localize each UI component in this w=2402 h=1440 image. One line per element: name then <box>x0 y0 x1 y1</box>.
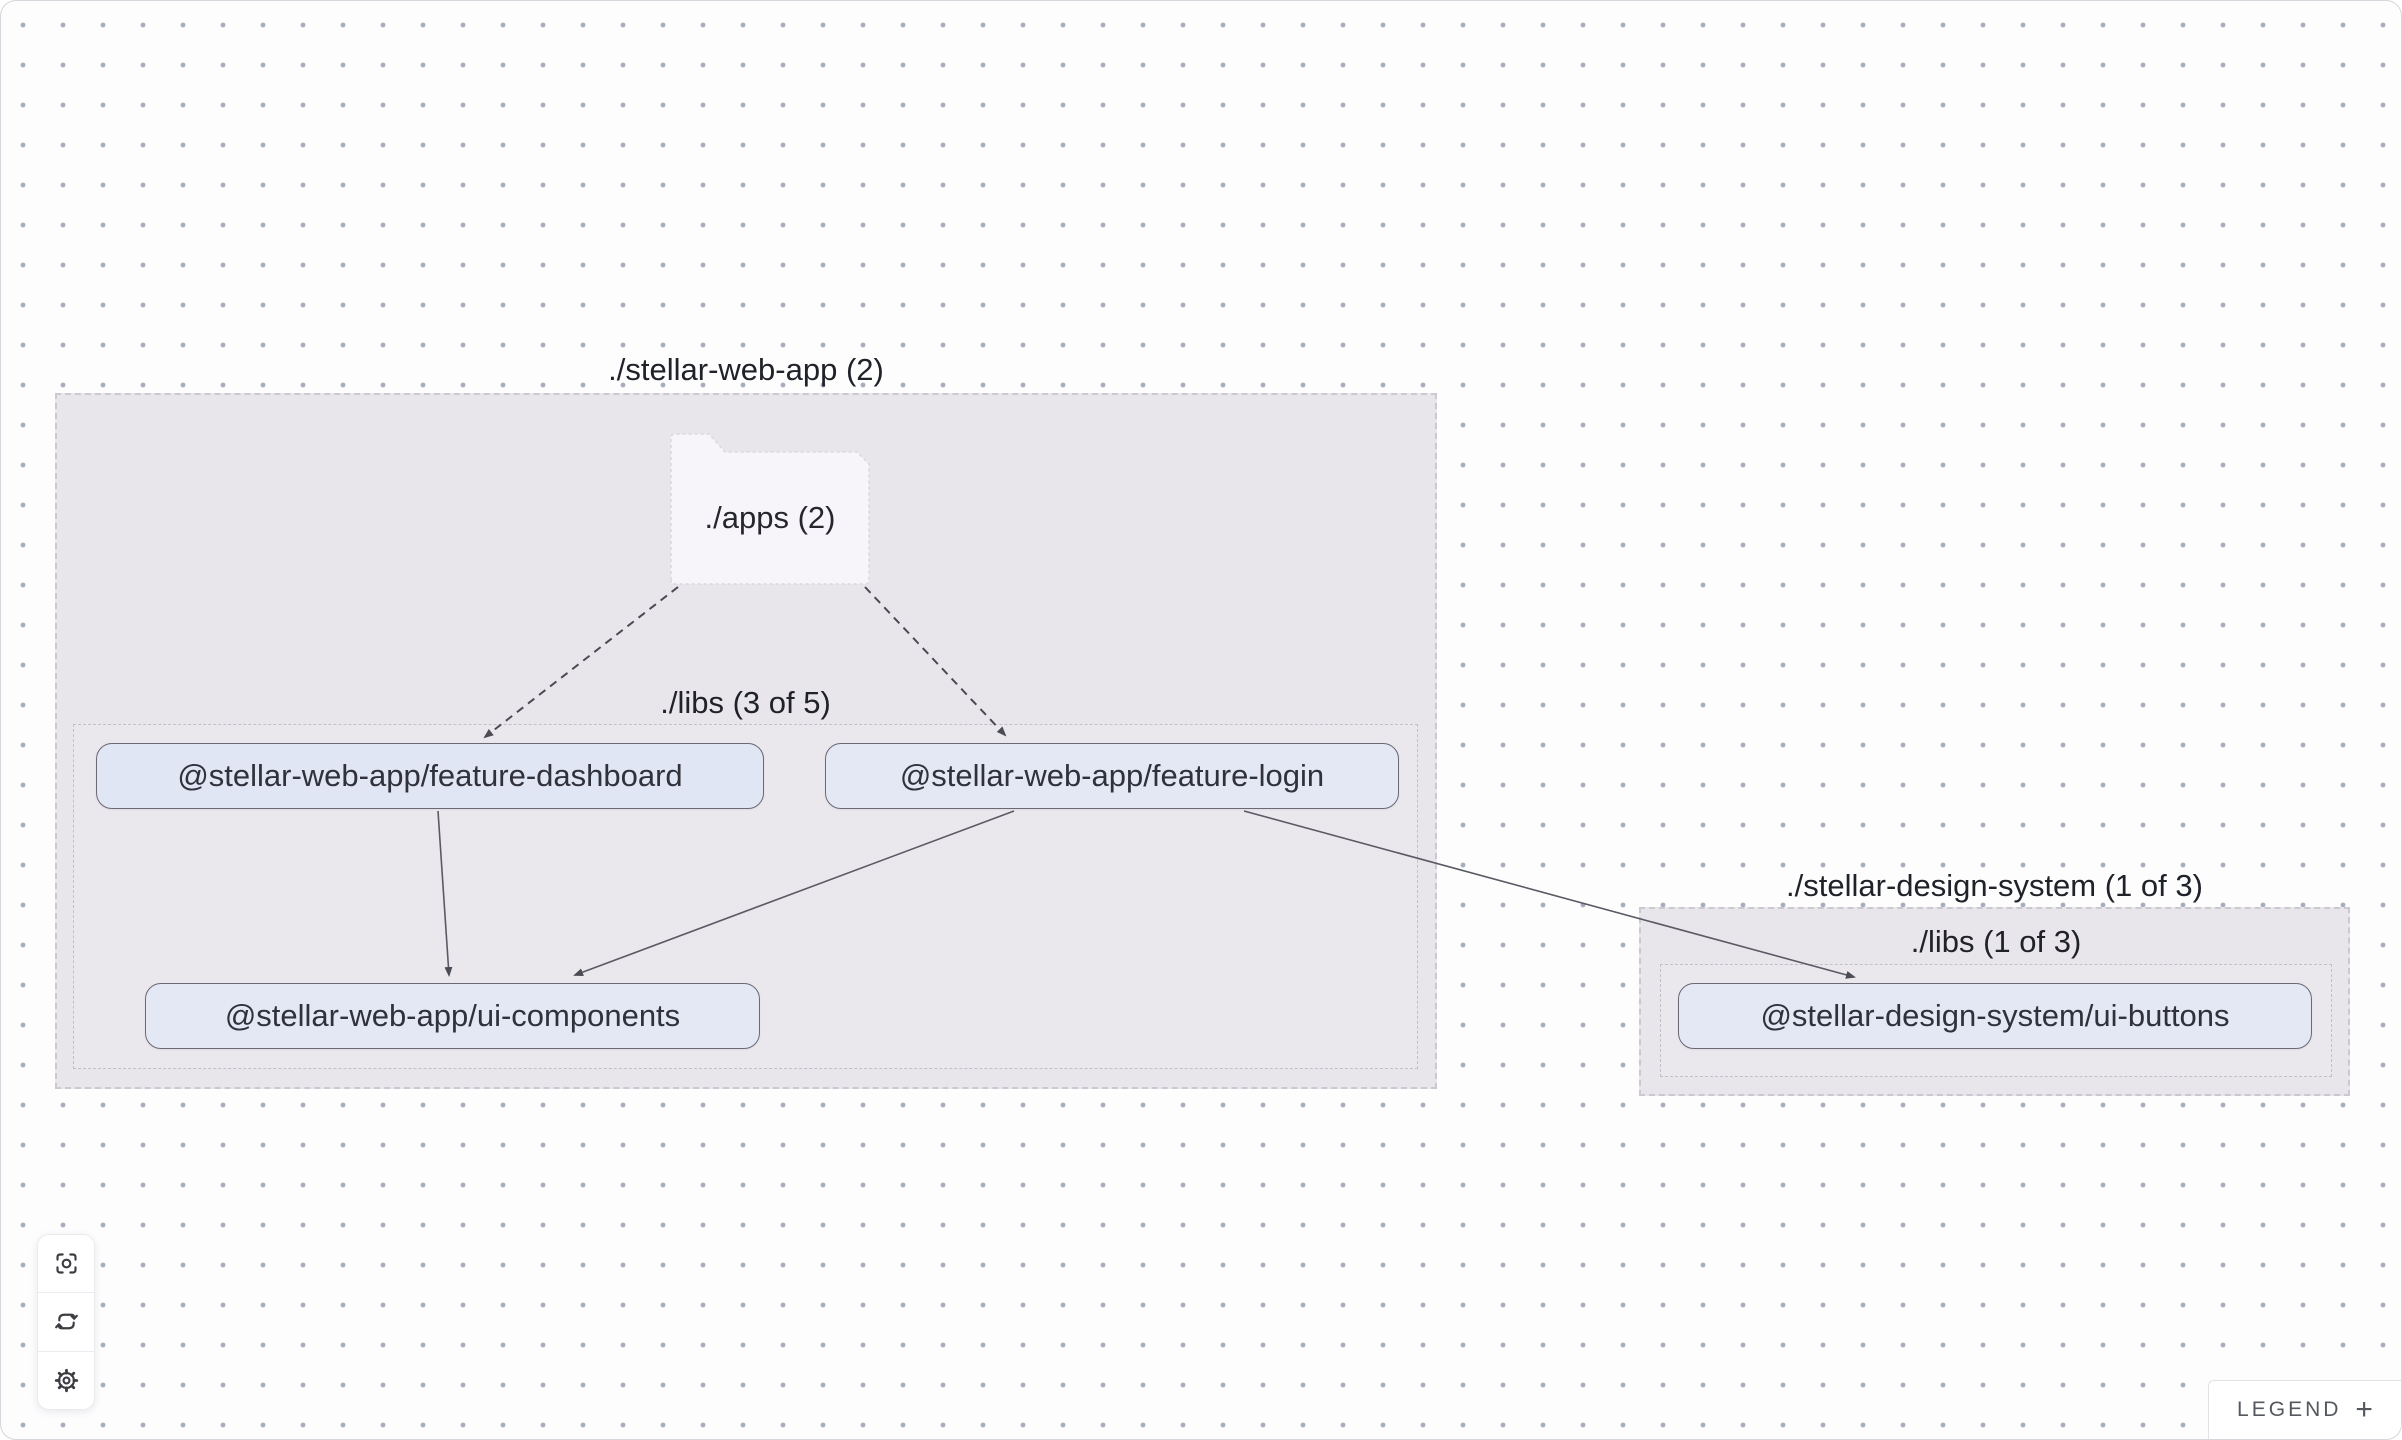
node-feature-dashboard[interactable]: @stellar-web-app/feature-dashboard <box>96 743 764 809</box>
subgroup-label-design-system-libs: ./libs (1 of 3) <box>1910 924 2082 959</box>
refresh-icon <box>54 1314 78 1330</box>
settings-button[interactable] <box>38 1350 94 1409</box>
subgroup-label-web-app-libs: ./libs (3 of 5) <box>660 685 831 720</box>
node-apps-folder[interactable]: ./apps (2) <box>704 500 836 535</box>
legend-toggle[interactable]: LEGEND + <box>2208 1380 2401 1439</box>
focus-view-button[interactable] <box>38 1235 94 1293</box>
node-feature-login[interactable]: @stellar-web-app/feature-login <box>825 743 1399 809</box>
graph-toolbar <box>37 1234 95 1410</box>
focus-icon <box>55 1253 77 1274</box>
group-label-stellar-web-app: ./stellar-web-app (2) <box>608 352 884 387</box>
gear-icon <box>54 1368 78 1392</box>
plus-icon: + <box>2355 1393 2373 1426</box>
legend-label: LEGEND <box>2237 1398 2342 1421</box>
node-ui-components[interactable]: @stellar-web-app/ui-components <box>145 983 760 1049</box>
group-label-stellar-design-system: ./stellar-design-system (1 of 3) <box>1786 868 2203 903</box>
node-ui-buttons[interactable]: @stellar-design-system/ui-buttons <box>1678 983 2312 1049</box>
refresh-button[interactable] <box>38 1292 94 1351</box>
